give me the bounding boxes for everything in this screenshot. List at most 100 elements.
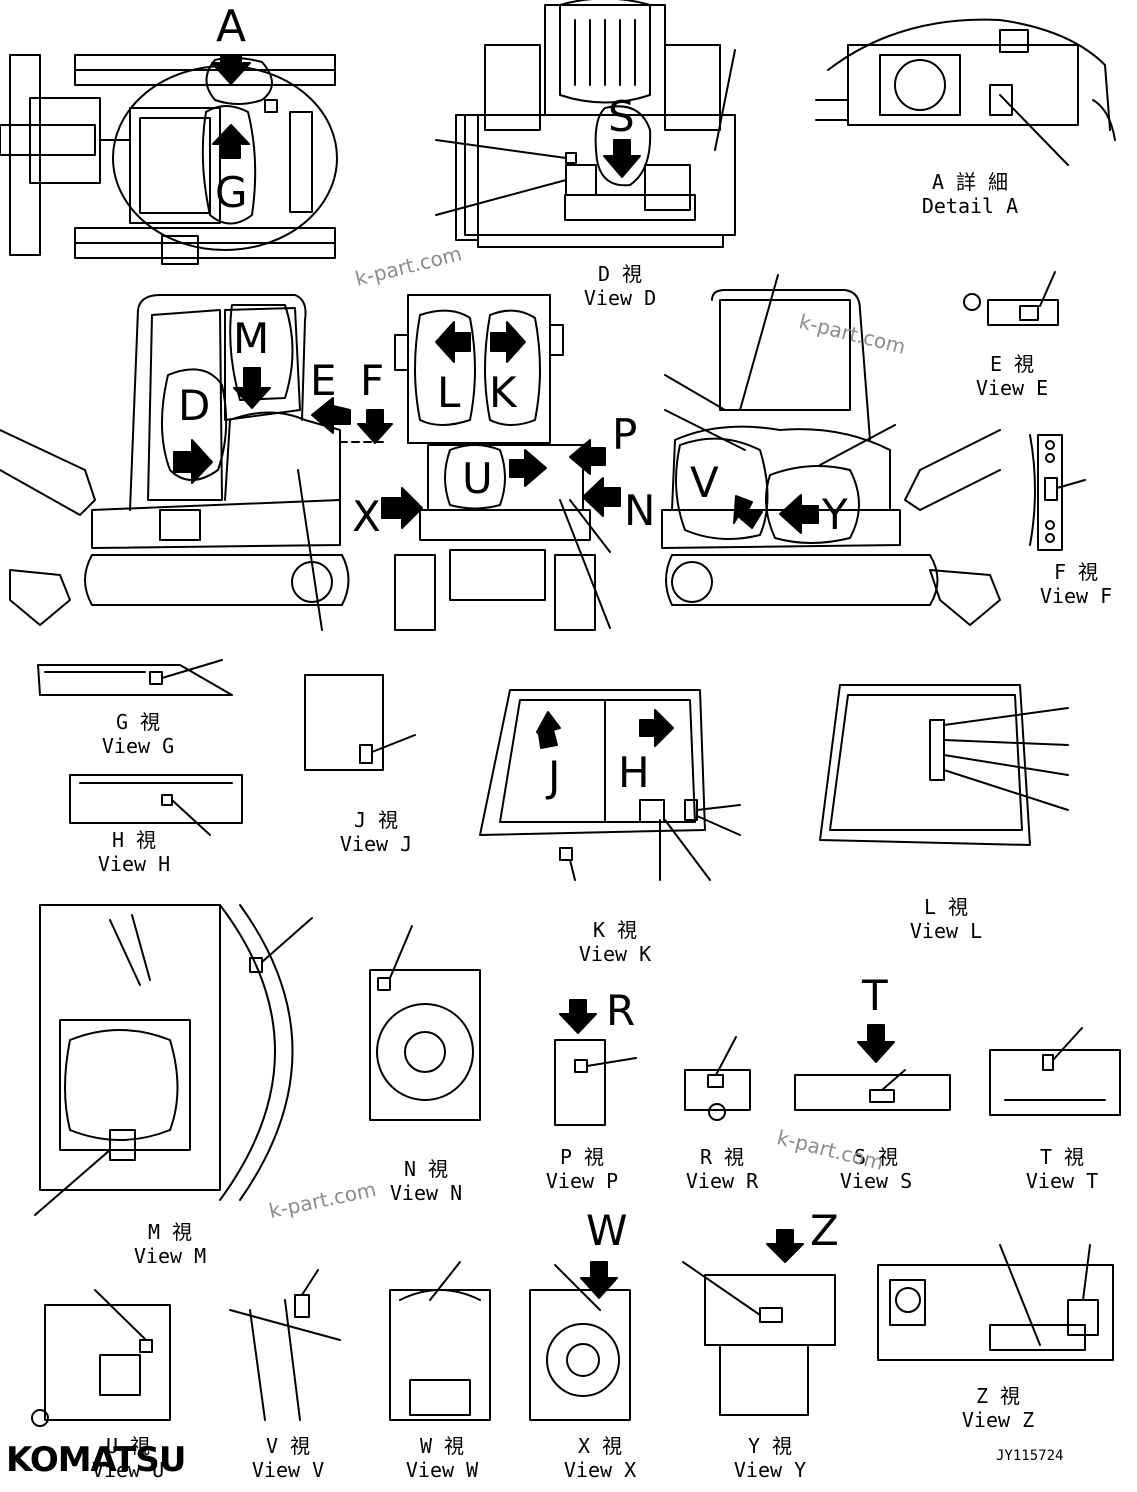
callout-letter-j: J: [548, 752, 561, 801]
detail-a-jp: A 詳 細: [931, 170, 1009, 194]
view-m-en: View M: [133, 1244, 207, 1268]
callout-letter-f: F: [360, 356, 385, 405]
view-h-caption: H 視 View H: [84, 828, 184, 876]
view-n-drawing: [369, 925, 481, 1121]
view-j-en: View J: [339, 832, 413, 856]
view-y-en: View Y: [733, 1458, 807, 1482]
view-t-en: View T: [1025, 1169, 1099, 1193]
detail-a-drawing: [815, 18, 1116, 166]
view-l-en: View L: [909, 919, 983, 943]
view-g-caption: G 視 View G: [88, 710, 188, 758]
callout-letter-v: V: [690, 458, 719, 507]
view-u-caption: U 視 View U: [78, 1434, 178, 1482]
view-x-caption: X 視 View X: [550, 1434, 650, 1482]
view-x-en: View X: [563, 1458, 637, 1482]
view-p-caption: P 視 View P: [532, 1145, 632, 1193]
view-l-caption: L 視 View L: [896, 895, 996, 943]
view-f-en: View F: [1039, 584, 1113, 608]
view-e-en: View E: [975, 376, 1049, 400]
callout-letter-y: Y: [822, 490, 848, 539]
view-h-en: View H: [97, 852, 171, 876]
callout-letter-w: W: [586, 1206, 628, 1255]
callout-letter-e: E: [310, 356, 337, 405]
callout-letter-u: U: [462, 454, 493, 503]
view-k-en: View K: [578, 942, 652, 966]
view-m-drawing: [34, 904, 313, 1216]
view-p-drawing: [554, 1039, 637, 1126]
view-j-jp: J 視: [353, 808, 399, 832]
view-m-caption: M 視 View M: [120, 1220, 220, 1268]
callout-letter-d: D: [178, 381, 211, 430]
callout-letter-l: L: [437, 368, 461, 417]
view-y-jp: Y 視: [747, 1434, 793, 1458]
view-w-caption: W 視 View W: [392, 1434, 492, 1482]
view-s-jp: S 視: [853, 1145, 899, 1169]
view-u-en: View U: [91, 1458, 165, 1482]
view-d-jp: D 視: [597, 262, 643, 286]
view-d-en: View D: [583, 286, 657, 310]
view-s-en: View S: [839, 1169, 913, 1193]
callout-letter-k: K: [489, 368, 517, 417]
view-w-jp: W 視: [419, 1434, 465, 1458]
view-g-drawing: [37, 659, 233, 696]
view-g-jp: G 視: [115, 710, 161, 734]
view-k-jp: K 視: [592, 918, 638, 942]
view-j-drawing: [304, 674, 416, 771]
view-d-caption: D 視 View D: [570, 262, 670, 310]
view-z-en: View Z: [961, 1408, 1035, 1432]
view-k-caption: K 視 View K: [565, 918, 665, 966]
view-f-drawing: [1029, 434, 1086, 551]
view-z-drawing: [877, 1244, 1114, 1361]
view-x-jp: X 視: [577, 1434, 623, 1458]
view-y-caption: Y 視 View Y: [720, 1434, 820, 1482]
view-r-en: View R: [685, 1169, 759, 1193]
view-s-caption: S 視 View S: [826, 1145, 926, 1193]
view-t-caption: T 視 View T: [1012, 1145, 1112, 1193]
view-u-jp: U 視: [105, 1434, 151, 1458]
view-e-caption: E 視 View E: [962, 352, 1062, 400]
view-v-drawing: [229, 1269, 341, 1421]
view-z-jp: Z 視: [975, 1384, 1021, 1408]
view-w-en: View W: [405, 1458, 479, 1482]
left-side-view-drawing: [0, 294, 386, 631]
view-x-drawing: [529, 1264, 631, 1421]
view-r-caption: R 視 View R: [672, 1145, 772, 1193]
view-v-en: View V: [251, 1458, 325, 1482]
detail-a-caption: A 詳 細 Detail A: [915, 170, 1025, 218]
top-plan-view-drawing: [0, 54, 338, 265]
view-e-jp: E 視: [989, 352, 1035, 376]
callout-letter-h: H: [618, 748, 650, 797]
view-w-drawing: [389, 1261, 491, 1421]
callout-letter-x: X: [352, 492, 381, 541]
callout-letter-z: Z: [810, 1206, 839, 1255]
view-n-jp: N 視: [403, 1157, 449, 1181]
callout-letter-g: G: [215, 168, 248, 217]
detail-a-en: Detail A: [921, 194, 1019, 218]
view-l-drawing: [819, 684, 1069, 846]
view-h-drawing: [69, 774, 243, 836]
view-m-jp: M 視: [147, 1220, 193, 1244]
view-h-jp: H 視: [111, 828, 157, 852]
rear-view-drawing: [394, 294, 611, 631]
view-s-drawing: [794, 1069, 951, 1111]
view-f-jp: F 視: [1053, 560, 1099, 584]
view-k-drawing: [479, 689, 741, 881]
view-f-caption: F 視 View F: [1026, 560, 1126, 608]
view-d-drawing: [435, 0, 736, 248]
callout-letter-a: A: [216, 1, 247, 52]
view-v-caption: V 視 View V: [238, 1434, 338, 1482]
view-l-jp: L 視: [923, 895, 969, 919]
view-g-en: View G: [101, 734, 175, 758]
view-r-jp: R 視: [699, 1145, 745, 1169]
right-side-view-drawing: [661, 274, 1001, 626]
view-t-drawing: [989, 1027, 1121, 1116]
drawing-code: JY115724: [996, 1448, 1064, 1464]
view-n-en: View N: [389, 1181, 463, 1205]
callout-letter-t: T: [862, 971, 888, 1020]
callout-letter-r: R: [606, 986, 636, 1035]
view-v-jp: V 視: [265, 1434, 311, 1458]
view-r-drawing: [684, 1036, 751, 1121]
callout-letter-m: M: [233, 314, 270, 363]
